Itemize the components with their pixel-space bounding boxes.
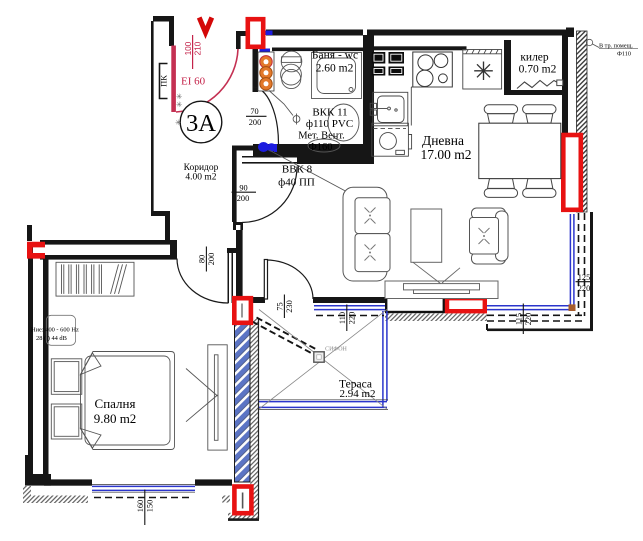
svg-text:Мет. Вент.: Мет. Вент. — [298, 131, 345, 142]
svg-text:220: 220 — [524, 313, 533, 325]
svg-text:75: 75 — [276, 302, 285, 310]
svg-text:✳: ✳ — [176, 92, 183, 101]
svg-text:150: 150 — [146, 500, 155, 512]
svg-text:200: 200 — [237, 194, 249, 203]
svg-text:В тр. помещ.: В тр. помещ. — [599, 43, 633, 50]
svg-text:230: 230 — [285, 300, 294, 312]
svg-text:70: 70 — [250, 107, 258, 116]
svg-text:Спалня: Спалня — [95, 396, 136, 411]
svg-text:Ф160: Ф160 — [308, 142, 332, 153]
svg-text:килер: килер — [520, 52, 549, 64]
svg-text:✳: ✳ — [175, 118, 182, 127]
svg-text:3А: 3А — [186, 110, 216, 137]
svg-text:ВВК 8: ВВК 8 — [282, 164, 313, 176]
svg-text:Дневна: Дневна — [422, 133, 464, 148]
svg-text:EI 60: EI 60 — [181, 76, 206, 88]
svg-text:Ние: 400 - 600 Hz: Ние: 400 - 600 Hz — [31, 327, 79, 334]
svg-text:220: 220 — [578, 284, 590, 293]
svg-text:125: 125 — [578, 273, 590, 282]
svg-text:90: 90 — [239, 184, 247, 193]
svg-text:0.70 m2: 0.70 m2 — [519, 64, 557, 76]
svg-text:110: 110 — [338, 312, 347, 324]
svg-text:СИФОН: СИФОН — [325, 347, 347, 353]
svg-text:Баня - wc: Баня - wc — [312, 50, 358, 62]
svg-text:4.00 m2: 4.00 m2 — [185, 173, 216, 183]
svg-text:210: 210 — [192, 41, 202, 55]
svg-text:Коридор: Коридор — [184, 163, 219, 173]
svg-text:17.00 m2: 17.00 m2 — [420, 147, 471, 162]
svg-text:ф40 ПП: ф40 ПП — [278, 177, 315, 189]
svg-text:Ф110: Ф110 — [617, 51, 631, 58]
svg-text:200: 200 — [249, 118, 261, 127]
svg-text:220: 220 — [348, 312, 357, 324]
svg-text:160: 160 — [136, 500, 145, 512]
svg-text:115: 115 — [515, 313, 524, 325]
svg-text:100: 100 — [183, 41, 193, 55]
svg-text:ф110 PVC: ф110 PVC — [306, 118, 353, 130]
svg-text:9.80 m2: 9.80 m2 — [94, 411, 137, 426]
svg-text:2.94 m2: 2.94 m2 — [339, 388, 375, 400]
svg-text:28 ( ) 44 dB: 28 ( ) 44 dB — [36, 335, 67, 342]
svg-text:2.60 m2: 2.60 m2 — [316, 63, 354, 75]
svg-text:✳: ✳ — [176, 100, 183, 109]
svg-text:200: 200 — [207, 253, 216, 265]
svg-text:ВКК 11: ВКК 11 — [312, 107, 347, 119]
svg-text:ПК: ПК — [159, 75, 169, 87]
svg-text:Тераса: Тераса — [339, 379, 372, 391]
svg-text:80: 80 — [198, 255, 207, 263]
